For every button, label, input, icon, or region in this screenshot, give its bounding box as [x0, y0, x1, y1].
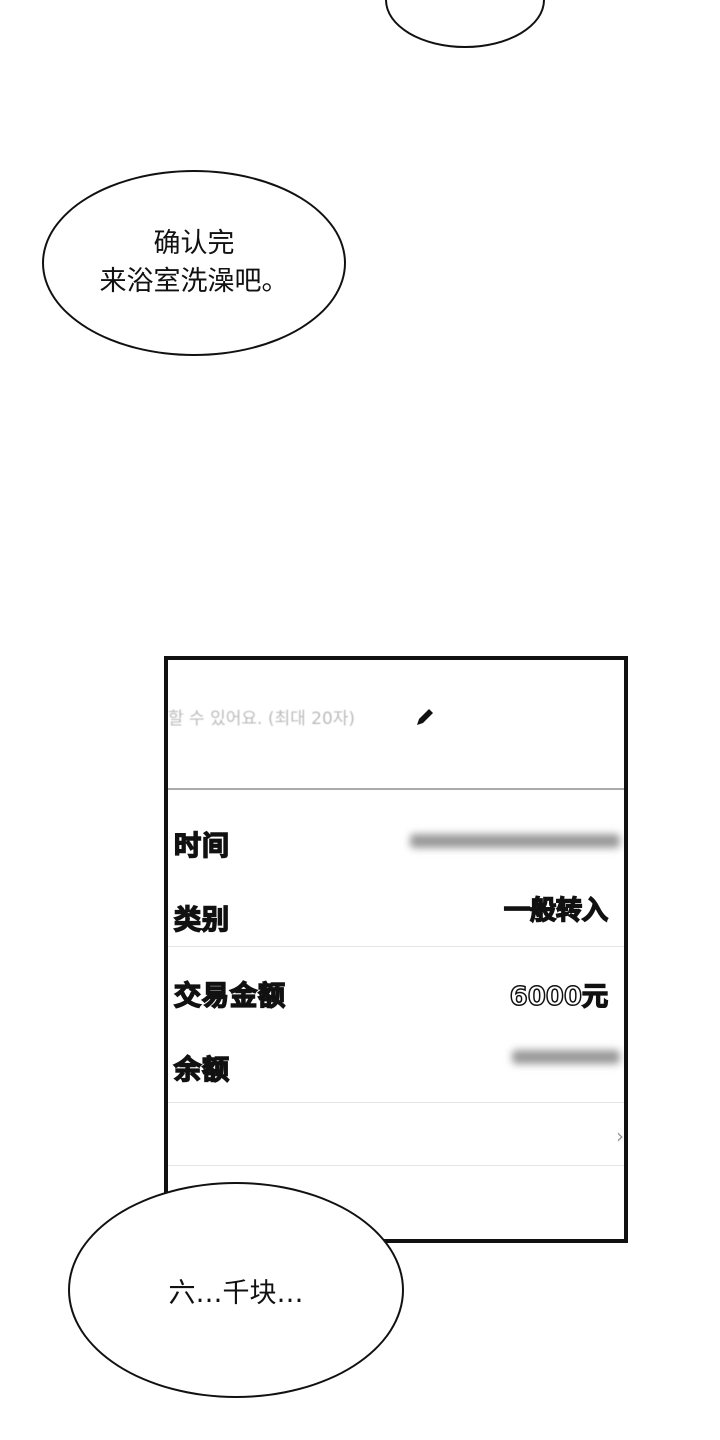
- bubble-text-line: 确认完: [153, 228, 235, 259]
- speech-bubble-top: [385, 0, 545, 48]
- divider: [168, 1102, 624, 1103]
- speech-bubble-middle: 确认完 来浴室洗澡吧。: [42, 170, 346, 356]
- row-label-balance: 余额: [173, 1054, 230, 1087]
- row-value-amount: 6000元: [509, 981, 609, 1013]
- time-value-blurred: [410, 834, 620, 848]
- row-value-type: 一般转入: [503, 895, 609, 927]
- divider: [168, 788, 624, 790]
- transaction-detail-panel: 할 수 있어요. (최대 20자) 时间 类别 一般转入 交易金额 6000元 …: [164, 656, 628, 1243]
- row-label-type: 类别: [173, 904, 230, 937]
- chevron-right-icon[interactable]: ›: [616, 1124, 624, 1148]
- bubble-text-line: 来浴室洗澡吧。: [99, 266, 289, 297]
- bubble-text: 六…千块…: [168, 1277, 304, 1309]
- row-label-time: 时间: [173, 830, 230, 863]
- row-label-amount: 交易金额: [173, 980, 286, 1013]
- balance-value-blurred: [512, 1050, 620, 1064]
- speech-bubble-bottom: 六…千块…: [68, 1182, 404, 1398]
- pencil-icon[interactable]: [414, 706, 436, 728]
- memo-hint: 할 수 있어요. (최대 20자): [168, 709, 356, 729]
- divider: [168, 1165, 624, 1166]
- divider: [168, 946, 624, 947]
